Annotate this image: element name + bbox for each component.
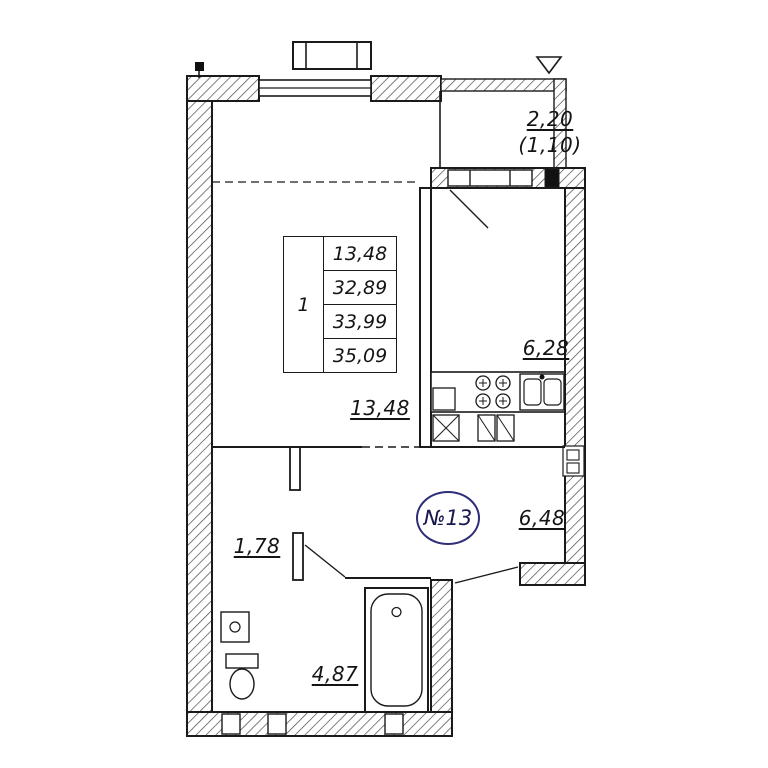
sink-icon: [519, 373, 565, 411]
label-corridor-area: 1,78: [233, 534, 281, 558]
table-row: 33,99: [284, 304, 397, 339]
label-kitchen-area: 6,28: [522, 336, 570, 360]
walls: [186, 75, 586, 737]
door-leaf-kitchen: [449, 189, 489, 229]
area-summary-table: 1 13,48 32,89 33,99 35,09: [283, 236, 397, 373]
bathroom-right-wall: [430, 579, 453, 721]
top-wall-left: [186, 75, 260, 102]
door-leaf-bathroom: [304, 544, 346, 578]
top-wall-right: [370, 75, 442, 102]
left-wall: [186, 75, 213, 721]
corner-survey-marker: [195, 62, 204, 78]
balcony-top-wall: [440, 78, 567, 92]
room-kitchen-partition: [419, 187, 432, 448]
bottom-vent: [384, 713, 404, 735]
bathroom-fixtures: [220, 587, 429, 713]
hall-bottom-wall: [519, 562, 586, 586]
kitchen-cabinet: [432, 387, 456, 411]
windows-and-openings: [221, 41, 585, 735]
label-bathroom-area: 4,87: [311, 662, 359, 686]
apartment-number-badge: №13: [416, 491, 480, 545]
area-value-cell: 35,09: [323, 338, 397, 373]
boundary-lines: [212, 91, 565, 584]
bathtub-icon: [364, 587, 429, 713]
stove-icon: [475, 375, 511, 409]
label-balcony-reduced: (1,10): [518, 133, 582, 157]
bottom-vent: [221, 713, 241, 735]
roof-box: [292, 41, 372, 70]
entry-triangle-marker: [535, 56, 563, 75]
door-leaf-hall: [454, 566, 519, 584]
table-row: 35,09: [284, 338, 397, 373]
apartment-number-label: №13: [423, 506, 473, 530]
area-value-cell: 13,48: [323, 236, 397, 271]
label-hallway-area: 6,48: [518, 506, 566, 530]
label-living-room-area: 13,48: [350, 396, 410, 420]
bottom-vent: [267, 713, 287, 735]
table-row: 32,89: [284, 270, 397, 305]
partitions: [289, 187, 432, 581]
label-balcony-area: 2,20: [526, 107, 574, 131]
area-value-cell: 33,99: [323, 304, 397, 339]
corridor-stub-upper: [289, 446, 301, 491]
toilet-icon: [225, 653, 259, 700]
corridor-stub-lower: [292, 532, 304, 581]
table-row: 1 13,48: [283, 236, 397, 373]
balcony-door-window: [447, 169, 533, 187]
area-value-cell: 32,89: [323, 270, 397, 305]
washbasin-icon: [220, 611, 250, 643]
kitchen-fixtures: [430, 371, 566, 442]
wall-pier: [544, 168, 560, 188]
rooms-count-cell: 1: [283, 236, 324, 373]
